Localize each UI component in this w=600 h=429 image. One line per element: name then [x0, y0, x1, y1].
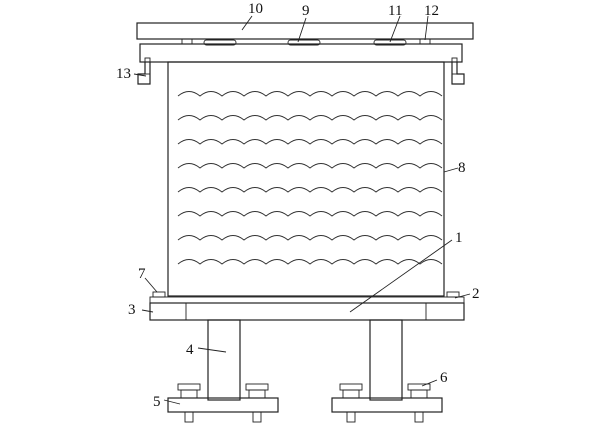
top-frame [139, 43, 463, 63]
label-3: 3 [128, 302, 136, 318]
label-6: 6 [440, 370, 448, 386]
bolt [407, 383, 431, 423]
leader-lines [133, 15, 471, 405]
leg-left [207, 319, 241, 401]
base-strip [149, 296, 465, 304]
label-8: 8 [458, 160, 466, 176]
label-9: 9 [302, 3, 310, 19]
label-2: 2 [472, 286, 480, 302]
bolt [339, 383, 363, 423]
bracket-pin-right [451, 57, 458, 75]
label-10: 10 [248, 1, 263, 17]
slot [203, 39, 237, 46]
main-body [167, 61, 445, 297]
bracket-pin-left [144, 57, 151, 75]
bolt [245, 383, 269, 423]
label-1: 1 [455, 230, 463, 246]
label-12: 12 [424, 3, 439, 19]
connector-block [181, 38, 193, 45]
wave-pattern [177, 91, 443, 265]
pad-left [152, 291, 166, 298]
leg-right [369, 319, 403, 401]
label-5: 5 [153, 394, 161, 410]
label-13: 13 [116, 66, 131, 82]
base-plate [149, 302, 465, 321]
label-11: 11 [388, 3, 402, 19]
slot [287, 39, 321, 46]
foot-right [331, 397, 443, 413]
label-4: 4 [186, 342, 194, 358]
side-bracket-left [137, 62, 151, 85]
side-bracket-right [451, 62, 465, 85]
bolt [177, 383, 201, 423]
label-7: 7 [138, 266, 146, 282]
slot [373, 39, 407, 46]
pad-right [446, 291, 460, 298]
foot-left [167, 397, 279, 413]
top-plate [136, 22, 474, 40]
